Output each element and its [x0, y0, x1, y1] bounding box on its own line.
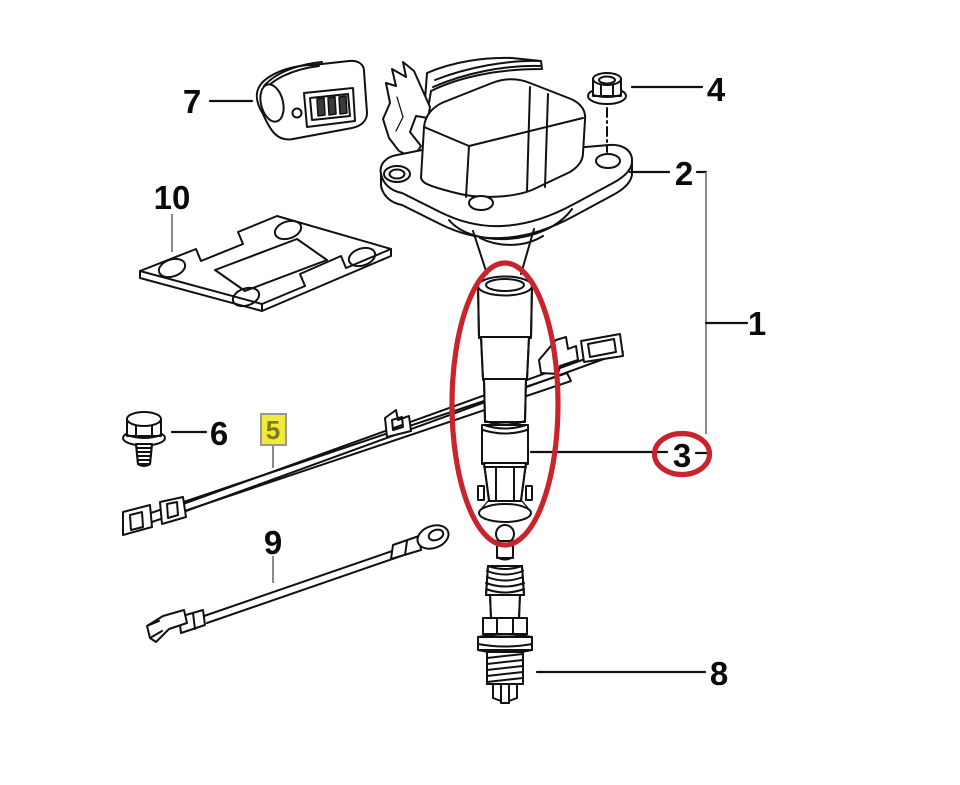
gasket-hole: [347, 246, 377, 268]
duct-end-frame: [580, 333, 624, 363]
coil-bracket: [382, 61, 431, 159]
boot-joint-rings: [482, 424, 528, 435]
boot-section3-fill: [483, 378, 527, 423]
plug-hex: [482, 617, 528, 635]
ground-strap: [146, 524, 450, 643]
callout-2-label[interactable]: 2: [675, 155, 693, 192]
gasket-hole: [157, 257, 187, 279]
callout-6-label[interactable]: 6: [210, 415, 228, 452]
plug-insulator: [489, 594, 521, 619]
boot-side-tab: [477, 485, 485, 501]
callout-8-label[interactable]: 8: [710, 655, 728, 692]
plug-threads: [486, 651, 524, 685]
strap-crimp-right: [390, 535, 422, 560]
coil-bracket-detail: [395, 96, 404, 132]
spark-plug-boot: [477, 275, 533, 523]
boot-lower: [483, 462, 527, 502]
plug-washer-fill: [477, 636, 533, 651]
nut-hex: [592, 78, 622, 98]
plug-electrode-tip: [492, 683, 518, 704]
connector-plug: [255, 59, 368, 141]
strap-ring-hole: [427, 528, 445, 542]
callout-5-highlight-box[interactable]: [260, 413, 287, 446]
connector-pin: [327, 96, 337, 116]
coil-bottom-dome: [448, 208, 573, 246]
duct-clip-middle: [384, 409, 412, 438]
coil-lug-hole: [468, 195, 494, 211]
coil-strap-band: [526, 86, 549, 192]
boot-lower-fill: [483, 462, 527, 502]
coil-body-edges: [423, 117, 584, 198]
coil-lug-hole: [383, 165, 411, 183]
boot-section2-fill: [480, 336, 530, 381]
coil-lug-hole: [595, 153, 621, 169]
callout-5-label[interactable]: 5: [266, 415, 280, 445]
plug-washer: [477, 633, 533, 654]
spark-plug: [477, 524, 533, 704]
bolt-shank: [135, 443, 153, 467]
coil-top-housing: [424, 56, 543, 104]
boot-top-opening: [485, 278, 525, 292]
callout-9-label[interactable]: 9: [264, 524, 282, 561]
plug-corrugations: [485, 565, 525, 596]
plug-hex-fill: [482, 617, 528, 635]
duct-clip: [159, 496, 187, 525]
highlight-ellipse-boot: [449, 260, 561, 548]
ignition-coil: [379, 56, 634, 275]
highlight-ellipse-callout-3: [651, 430, 713, 478]
coil-flange-thickness: [380, 159, 634, 240]
callout-1-label[interactable]: 1: [748, 305, 766, 342]
plug-insulator-fill: [489, 594, 521, 619]
callout-4-label[interactable]: 4: [707, 71, 726, 108]
hex-bolt: [122, 411, 166, 467]
boot-section4: [481, 429, 529, 464]
gasket-thickness: [139, 248, 392, 312]
connector-latch-hole: [291, 107, 303, 119]
flange-nut: [587, 72, 627, 153]
gasket-plate: [139, 215, 392, 312]
connector-pin: [338, 95, 348, 115]
bolt-head-top: [126, 411, 162, 427]
callout-10-label[interactable]: 10: [154, 179, 191, 216]
boot-flare-join: [481, 499, 529, 509]
coil-housing-ribs: [432, 59, 541, 88]
connector-pin: [316, 97, 326, 117]
bolt-head: [126, 418, 162, 439]
boot-side-tab: [525, 485, 533, 501]
callout-7-label[interactable]: 7: [183, 83, 201, 120]
strap-cable: [203, 548, 402, 624]
gasket-hole: [273, 219, 303, 241]
gasket-hole: [231, 286, 261, 308]
connector-opening-inner: [309, 93, 351, 121]
coil-funnel: [472, 228, 535, 275]
cable-duct: [122, 333, 624, 536]
nut-hole: [598, 75, 616, 85]
boot-flare: [478, 503, 532, 523]
gasket-center-plateau: [214, 238, 328, 292]
strap-fork-terminal: [146, 609, 188, 643]
connector-grommet: [259, 83, 285, 123]
coil-lug-hole-inner: [388, 168, 406, 180]
callout-3-label[interactable]: 3: [673, 437, 691, 474]
duct-end-clip-left: [122, 504, 153, 536]
